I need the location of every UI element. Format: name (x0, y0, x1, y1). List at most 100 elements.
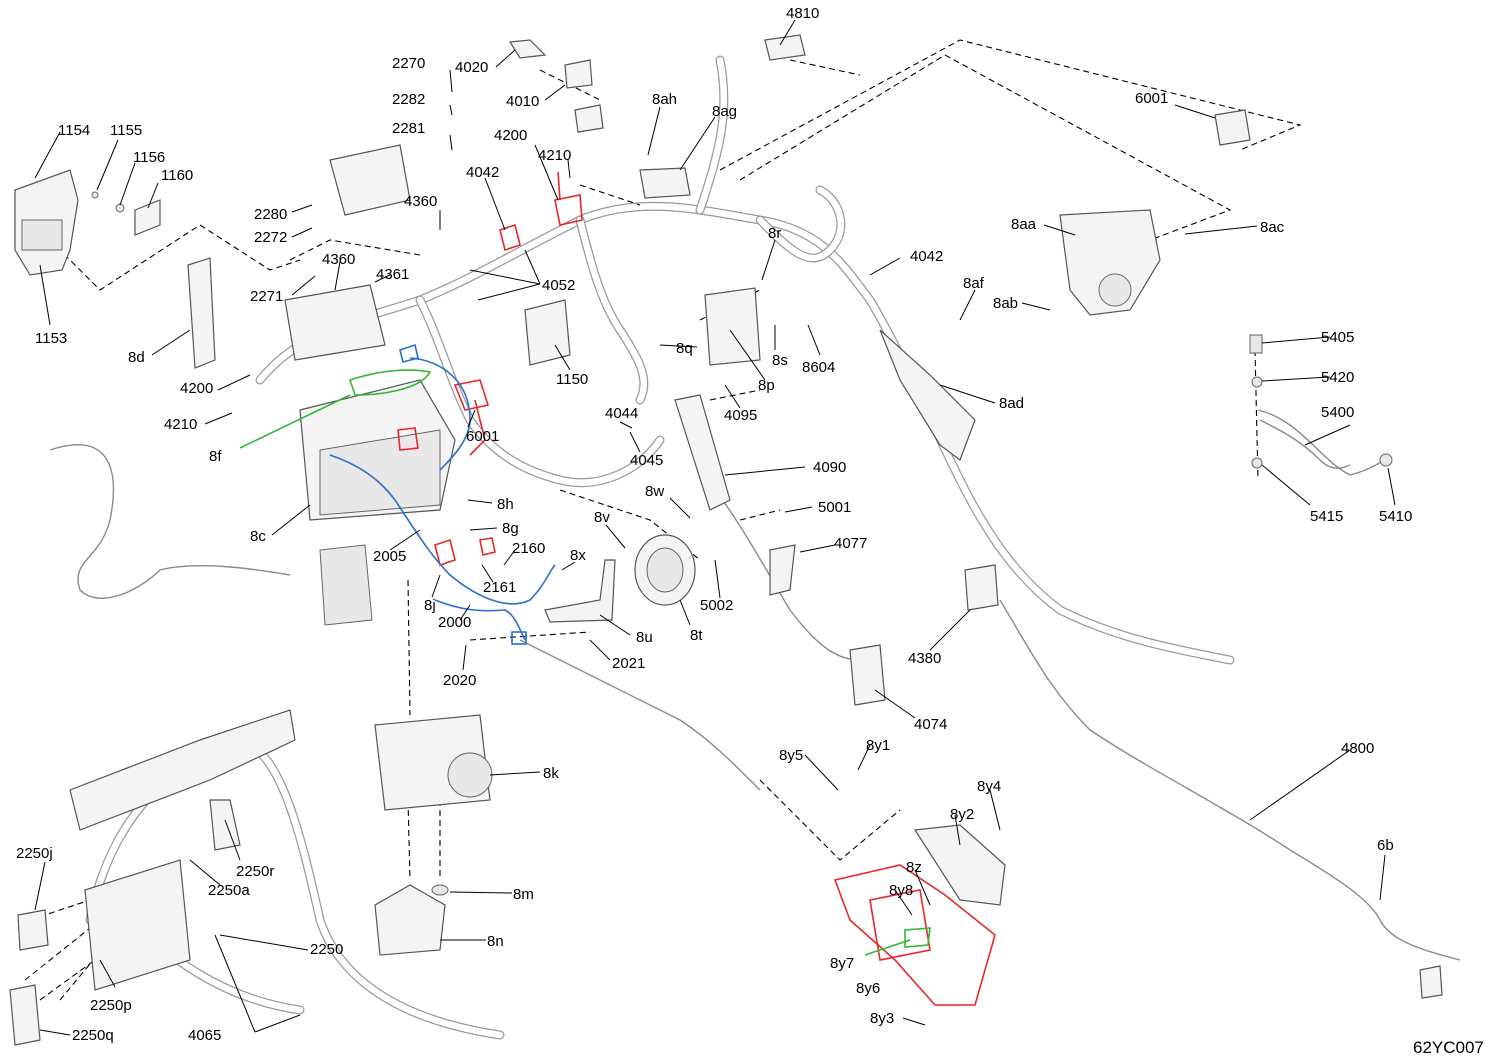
callout-label-6001: 6001 (1135, 90, 1168, 107)
callout-label-5400: 5400 (1321, 404, 1354, 421)
callout-label-8r: 8r (768, 225, 781, 242)
callout-label-5415: 5415 (1310, 508, 1343, 525)
callout-label-2021: 2021 (612, 655, 645, 672)
connector-4800 (1419, 965, 1443, 999)
blue-highlights (329, 343, 556, 645)
callout-label-8aa: 8aa (1011, 216, 1037, 233)
callout-label-4042: 4042 (910, 248, 943, 265)
battery-2250 (84, 859, 191, 991)
callout-label-4010: 4010 (506, 93, 539, 110)
callout-label-8x: 8x (570, 547, 586, 564)
callout-label-4210: 4210 (538, 147, 571, 164)
callout-label-4800: 4800 (1341, 740, 1374, 757)
bracket-8n (374, 884, 446, 956)
callout-label-2250j: 2250j (16, 845, 53, 862)
callout-label-2272: 2272 (254, 229, 287, 246)
callout-label-8q: 8q (676, 340, 693, 357)
callout-label-8n: 8n (487, 933, 504, 950)
dashed-assembly-lines (24, 39, 1302, 1001)
callout-label-4090: 4090 (813, 459, 846, 476)
callout-label-4042: 4042 (466, 164, 499, 181)
callout-label-8y8: 8y8 (889, 882, 913, 899)
callout-label-8z: 8z (906, 859, 922, 876)
connector-2250r (209, 799, 241, 851)
callout-label-8y4: 8y4 (977, 778, 1001, 795)
bracket-8y6 (833, 864, 996, 1006)
callout-label-6b: 6b (1377, 837, 1394, 854)
callout-label-5001: 5001 (818, 499, 851, 516)
callout-label-8m: 8m (513, 886, 534, 903)
callout-label-8y1: 8y1 (866, 737, 890, 754)
callout-label-8g: 8g (502, 520, 519, 537)
callout-label-8ag: 8ag (712, 103, 737, 120)
callout-label-8af: 8af (963, 275, 985, 292)
callout-label-1153: 1153 (35, 330, 67, 347)
callout-label-5420: 5420 (1321, 369, 1354, 386)
relay-4380 (964, 564, 999, 611)
bracket-8u (544, 559, 616, 623)
callout-label-2271: 2271 (250, 288, 283, 305)
connector-4010 (564, 59, 593, 89)
actuator-8y2 (913, 824, 1006, 906)
actuator-8aa (1059, 209, 1161, 316)
sensor-4077 (769, 544, 796, 596)
callout-label-5410: 5410 (1379, 508, 1412, 525)
callout-label-4360: 4360 (322, 251, 355, 268)
main-wiring-harness (255, 55, 1235, 665)
callout-label-4200: 4200 (494, 127, 527, 144)
callout-label-8ah: 8ah (652, 91, 677, 108)
callout-label-2270: 2270 (392, 55, 425, 72)
callout-label-2000: 2000 (438, 614, 471, 631)
connector-2250j (17, 909, 49, 951)
callout-label-2250: 2250 (310, 941, 343, 958)
callout-label-1160: 1160 (161, 167, 193, 184)
fuse-box-4360 (284, 284, 386, 361)
callout-label-8w: 8w (645, 483, 664, 500)
callout-label-2250q: 2250q (72, 1027, 114, 1044)
fuse-box-top (329, 144, 411, 216)
callout-label-4074: 4074 (914, 716, 947, 733)
callout-label-4200: 4200 (180, 380, 213, 397)
callout-label-2280: 2280 (254, 206, 287, 223)
callout-label-5405: 5405 (1321, 329, 1354, 346)
callout-label-8h: 8h (497, 496, 514, 513)
callout-label-8c: 8c (250, 528, 266, 545)
callout-label-8k: 8k (543, 765, 559, 782)
callout-label-2250p: 2250p (90, 997, 132, 1014)
callout-label-8ab: 8ab (993, 295, 1018, 312)
callout-label-8p: 8p (758, 377, 775, 394)
callout-label-2282: 2282 (392, 91, 425, 108)
callout-label-8y3: 8y3 (870, 1010, 894, 1027)
relay-6001 (1214, 109, 1251, 146)
module-1150 (524, 299, 571, 366)
callout-label-8y2: 8y2 (950, 806, 974, 823)
bracket-8d (187, 257, 216, 369)
callout-label-4044: 4044 (605, 405, 638, 422)
callout-label-8y7: 8y7 (830, 955, 854, 972)
callout-label-4380: 4380 (908, 650, 941, 667)
callout-label-2020: 2020 (443, 672, 476, 689)
callout-label-8ac: 8ac (1260, 219, 1285, 236)
callout-label-4052: 4052 (542, 277, 575, 294)
parts (9, 34, 1443, 1046)
callout-label-2160: 2160 (512, 540, 545, 557)
callout-label-2281: 2281 (392, 120, 425, 137)
sensor-8ag (639, 167, 691, 199)
callout-label-8y5: 8y5 (779, 747, 803, 764)
callout-label-8f: 8f (209, 448, 222, 465)
callout-label-1150: 1150 (556, 371, 588, 388)
callout-label-2250a: 2250a (208, 882, 250, 899)
bracket-2005-left (319, 544, 373, 626)
callout-label-2250r: 2250r (236, 863, 274, 880)
clip-4074 (849, 644, 886, 706)
callout-label-8ad: 8ad (999, 395, 1024, 412)
callout-label-4065: 4065 (188, 1027, 221, 1044)
callout-label-4361: 4361 (376, 266, 409, 283)
callout-label-8t: 8t (690, 627, 703, 644)
box-2250-upper (69, 709, 296, 831)
callout-label-4210: 4210 (164, 416, 197, 433)
callout-label-4077: 4077 (834, 535, 867, 552)
callout-label-4020: 4020 (455, 59, 488, 76)
